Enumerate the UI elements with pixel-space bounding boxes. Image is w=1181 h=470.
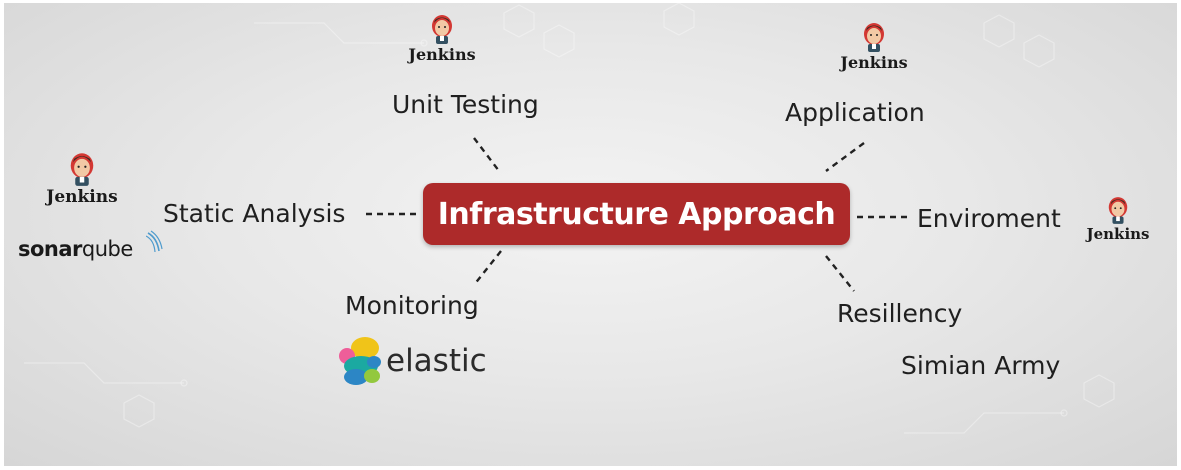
jenkins-icon (1108, 197, 1128, 224)
branch-resiliency: Resillency (837, 299, 963, 328)
central-topic-box: Infrastructure Approach (423, 183, 850, 245)
jenkins-badge-application: Jenkins (834, 21, 914, 71)
connector-lines (366, 137, 909, 292)
branch-application: Application (785, 98, 925, 127)
elastic-icon (339, 337, 381, 385)
connector-monitoring (473, 250, 502, 286)
branch-environment: Enviroment (917, 204, 1061, 233)
branch-unit-testing: Unit Testing (392, 90, 539, 119)
jenkins-label: Jenkins (46, 187, 118, 207)
elastic-wordmark: elastic (386, 343, 487, 379)
central-topic-title: Infrastructure Approach (437, 196, 836, 232)
jenkins-badge-unit-testing: Jenkins (402, 13, 482, 63)
sonarqube-logo: sonarqube (18, 230, 163, 261)
connector-application (825, 142, 865, 172)
background-pattern (24, 3, 1115, 434)
branch-static-analysis: Static Analysis (163, 199, 346, 228)
jenkins-icon (432, 15, 452, 44)
elastic-logo: elastic (338, 336, 498, 388)
jenkins-label: Jenkins (1086, 225, 1150, 243)
mind-map-canvas: Infrastructure Approach Unit Testing App… (4, 3, 1177, 466)
branch-monitoring: Monitoring (345, 291, 479, 320)
sonarqube-logo-light: qube (81, 237, 133, 261)
connector-unit-testing (473, 137, 500, 172)
jenkins-icon (864, 23, 884, 52)
jenkins-badge-environment: Jenkins (1078, 195, 1158, 242)
tool-simian-army: Simian Army (901, 351, 1061, 380)
jenkins-label: Jenkins (840, 53, 908, 72)
jenkins-label: Jenkins (408, 45, 476, 64)
sonarqube-logo-strong: sonar (18, 237, 82, 261)
sonarqube-wave-icon (146, 230, 163, 253)
connector-resiliency (825, 255, 855, 292)
jenkins-badge-static-analysis: Jenkins (40, 151, 124, 206)
jenkins-icon (70, 153, 94, 186)
